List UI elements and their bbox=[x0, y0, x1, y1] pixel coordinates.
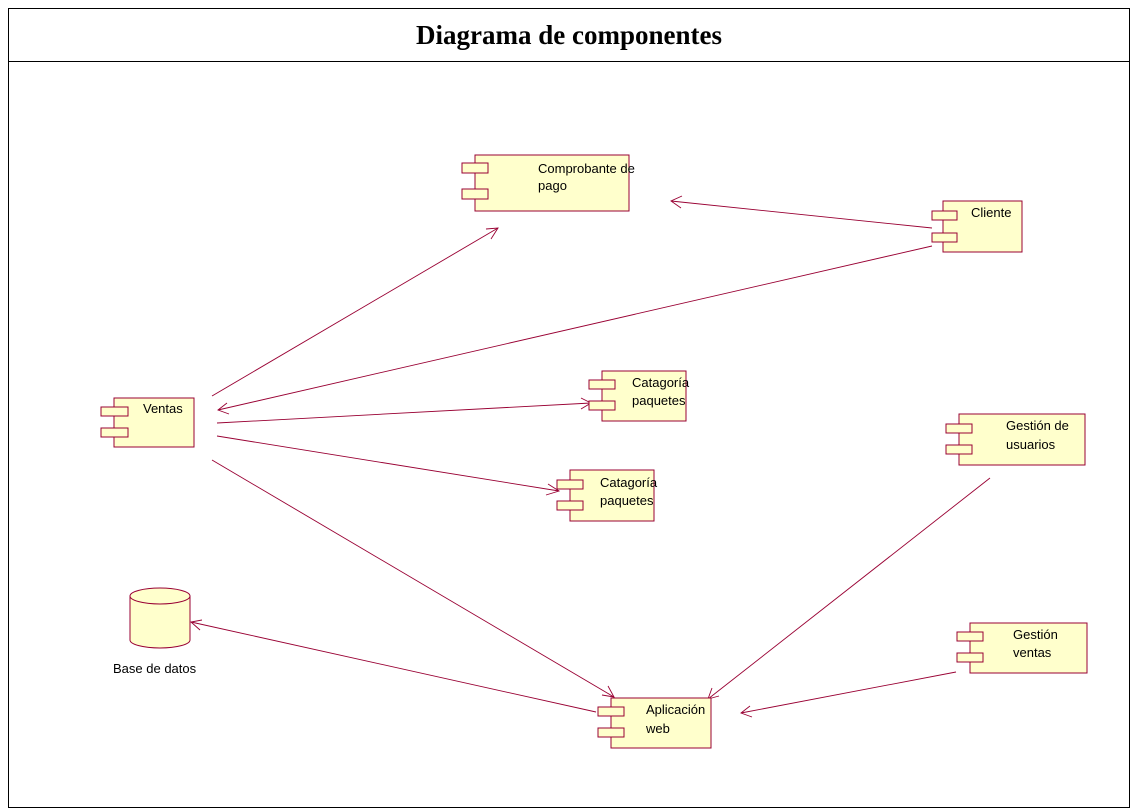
categoria2-label-1: Catagoría bbox=[600, 475, 658, 490]
component-ventas: Ventas bbox=[100, 397, 195, 448]
categoria2-label-2: paquetes bbox=[600, 493, 654, 508]
edge-ventas-categoria2 bbox=[216, 435, 561, 496]
gestion-usuarios-label-1: Gestión de bbox=[1006, 418, 1069, 433]
component-aplicacion-web: Aplicación web bbox=[597, 697, 712, 749]
gestion-ventas-label-1: Gestión bbox=[1013, 627, 1058, 642]
cliente-label: Cliente bbox=[971, 205, 1011, 220]
component-categoria-paquetes-2: Catagoría paquetes bbox=[556, 469, 658, 522]
gestion-usuarios-label-2: usuarios bbox=[1006, 437, 1056, 452]
aplicacion-label-1: Aplicación bbox=[646, 702, 705, 717]
component-cliente: Cliente bbox=[931, 200, 1023, 253]
comprobante-label-2: pago bbox=[538, 178, 567, 193]
component-comprobante-de-pago: Comprobante de pago bbox=[461, 154, 635, 212]
edge-cliente-ventas bbox=[217, 245, 933, 415]
aplicacion-label-2: web bbox=[645, 721, 670, 736]
database-label: Base de datos bbox=[113, 661, 197, 676]
categoria1-label-2: paquetes bbox=[632, 393, 686, 408]
edge-gestionventas-aplicacion bbox=[740, 671, 957, 718]
edge-cliente-comprobante bbox=[670, 195, 933, 229]
categoria1-label-1: Catagoría bbox=[632, 375, 690, 390]
component-gestion-de-usuarios: Gestión de usuarios bbox=[945, 413, 1086, 466]
ventas-label: Ventas bbox=[143, 401, 183, 416]
edge-ventas-categoria1 bbox=[216, 397, 592, 424]
edge-gestionusuarios-aplicacion bbox=[707, 477, 991, 700]
edge-ventas-comprobante bbox=[211, 227, 499, 397]
edge-ventas-aplicacion bbox=[211, 459, 615, 698]
gestion-ventas-label-2: ventas bbox=[1013, 645, 1052, 660]
comprobante-label-1: Comprobante de bbox=[538, 161, 635, 176]
component-categoria-paquetes-1: Catagoría paquetes bbox=[588, 370, 690, 422]
database-base-de-datos: Base de datos bbox=[113, 587, 197, 676]
diagram-title: Diagrama de componentes bbox=[416, 19, 722, 50]
title-row: Diagrama de componentes bbox=[9, 9, 1129, 62]
component-gestion-ventas: Gestión ventas bbox=[956, 622, 1088, 674]
edge-aplicacion-basedatos bbox=[190, 619, 597, 713]
diagram-frame: Diagrama de componentes bbox=[8, 8, 1130, 808]
